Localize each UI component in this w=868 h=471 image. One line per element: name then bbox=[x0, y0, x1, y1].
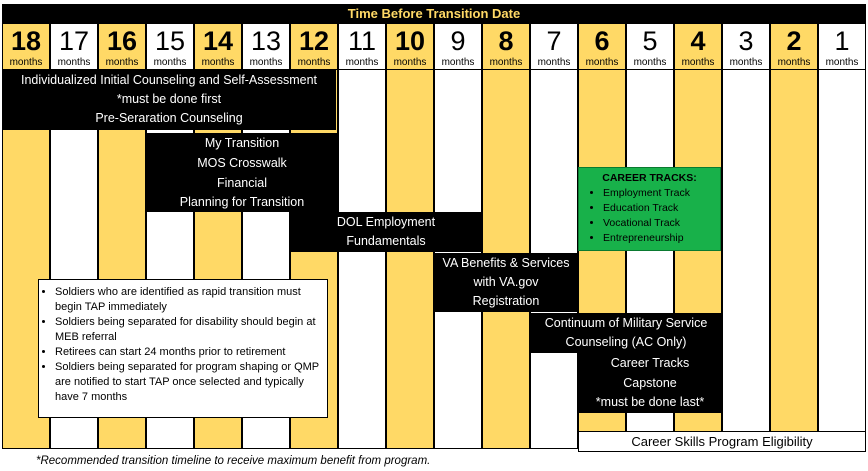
initial-counseling-bar: Individualized Initial Counseling and Se… bbox=[2, 70, 336, 130]
month-number: 11 bbox=[347, 26, 377, 56]
month-unit-label: months bbox=[393, 57, 427, 68]
career-track-item: Employment Track bbox=[603, 186, 720, 201]
notes-box: Soldiers who are identified as rapid tra… bbox=[38, 279, 328, 418]
va-line1: VA Benefits & Services bbox=[442, 256, 570, 270]
month-unit-label: months bbox=[297, 57, 331, 68]
month-number: 10 bbox=[394, 26, 426, 56]
footnote: *Recommended transition timeline to rece… bbox=[36, 455, 431, 467]
career-track-item: Education Track bbox=[603, 201, 720, 216]
month-number: 1 bbox=[834, 26, 850, 56]
va-line2: with VA.gov bbox=[473, 275, 539, 289]
career-track-item: Vocational Track bbox=[603, 216, 720, 231]
capstone-line2: *must be done last* bbox=[595, 395, 705, 409]
mos-crosswalk-bar: MOS Crosswalk bbox=[146, 153, 338, 173]
initial-counseling-line3: Pre-Seraration Counseling bbox=[95, 111, 243, 125]
month-column-bg bbox=[818, 24, 866, 449]
month-unit-label: months bbox=[153, 57, 187, 68]
career-tracks-box: CAREER TRACKS: Employment Track Educatio… bbox=[578, 167, 721, 251]
note-item: Soldiers being separated for disability … bbox=[55, 315, 323, 345]
continuum-line2: Counseling (AC Only) bbox=[565, 335, 687, 349]
initial-counseling-line2: *must be done first bbox=[116, 92, 222, 106]
month-unit-label: months bbox=[345, 57, 379, 68]
month-number: 12 bbox=[298, 26, 330, 56]
month-unit-label: months bbox=[441, 57, 475, 68]
month-number: 2 bbox=[786, 26, 802, 56]
career-track-item: Entrepreneurship bbox=[603, 231, 720, 246]
month-number: 17 bbox=[58, 26, 90, 56]
month-unit-label: months bbox=[825, 57, 859, 68]
dol-line2: Fundamentals bbox=[346, 234, 426, 248]
capstone-bar: Capstone *must be done last* bbox=[578, 373, 722, 413]
month-number: 14 bbox=[202, 26, 234, 56]
month-number: 15 bbox=[154, 26, 186, 56]
month-number: 3 bbox=[738, 26, 754, 56]
month-number: 16 bbox=[106, 26, 138, 56]
month-unit-label: months bbox=[729, 57, 763, 68]
financial-line1: Financial bbox=[216, 176, 268, 190]
month-unit-label: months bbox=[249, 57, 283, 68]
month-number: 9 bbox=[450, 26, 466, 56]
month-unit-label: months bbox=[777, 57, 811, 68]
career-skills-bar: Career Skills Program Eligibility bbox=[578, 431, 866, 452]
my-transition-bar: My Transition bbox=[146, 133, 338, 153]
initial-counseling-line1: Individualized Initial Counseling and Se… bbox=[21, 73, 317, 87]
month-unit-label: months bbox=[9, 57, 43, 68]
continuum-bar: Continuum of Military Service Counseling… bbox=[530, 313, 722, 353]
month-unit-label: months bbox=[489, 57, 523, 68]
month-unit-label: months bbox=[57, 57, 91, 68]
month-unit-label: months bbox=[681, 57, 715, 68]
month-number: 6 bbox=[594, 26, 610, 56]
career-tracks-bar: Career Tracks bbox=[578, 353, 722, 373]
month-number: 4 bbox=[690, 26, 706, 56]
month-unit-label: months bbox=[633, 57, 667, 68]
career-tracks-title: CAREER TRACKS: bbox=[602, 172, 697, 184]
month-unit-label: months bbox=[201, 57, 235, 68]
month-number: 18 bbox=[10, 26, 42, 56]
month-column-bg bbox=[482, 24, 530, 449]
note-item: Retirees can start 24 months prior to re… bbox=[55, 345, 323, 360]
month-column-bg bbox=[530, 24, 578, 449]
month-number: 5 bbox=[642, 26, 658, 56]
month-number: 13 bbox=[250, 26, 282, 56]
month-unit-label: months bbox=[537, 57, 571, 68]
dol-line1: DOL Employment bbox=[336, 215, 436, 229]
header-title: Time Before Transition Date bbox=[2, 4, 866, 24]
dol-employment-bar: DOL Employment Fundamentals bbox=[290, 212, 482, 252]
month-column-bg bbox=[722, 24, 770, 449]
month-column-bg bbox=[770, 24, 818, 449]
va-line3: Registration bbox=[472, 294, 540, 308]
continuum-line1: Continuum of Military Service bbox=[544, 316, 708, 330]
note-item: Soldiers being separated for program sha… bbox=[55, 360, 323, 405]
month-unit-label: months bbox=[585, 57, 619, 68]
month-number: 8 bbox=[498, 26, 514, 56]
va-benefits-bar: VA Benefits & Services with VA.gov Regis… bbox=[434, 253, 578, 312]
financial-line2: Planning for Transition bbox=[179, 195, 305, 209]
month-number: 7 bbox=[546, 26, 562, 56]
note-item: Soldiers who are identified as rapid tra… bbox=[55, 285, 323, 315]
month-unit-label: months bbox=[105, 57, 139, 68]
financial-bar: Financial Planning for Transition bbox=[146, 173, 338, 212]
capstone-line1: Capstone bbox=[623, 376, 677, 390]
